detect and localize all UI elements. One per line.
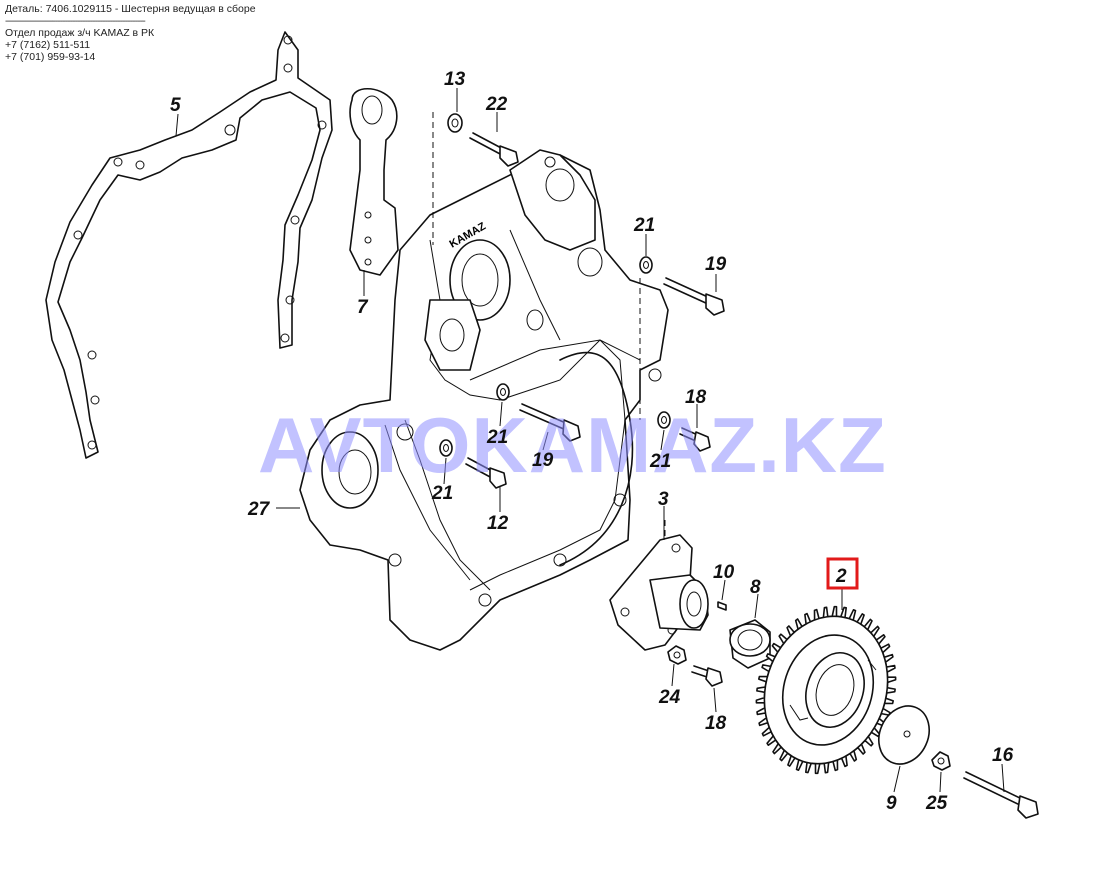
- phone-1: +7 (7162) 511-511: [5, 39, 91, 51]
- callout-21-mid: 21: [486, 427, 508, 448]
- lock-washer-part-25[interactable]: [931, 751, 951, 771]
- callout-2: 2: [835, 566, 847, 587]
- leader-lines: [175, 88, 1005, 793]
- washer-part-21-mid[interactable]: [496, 383, 510, 401]
- callout-9: 9: [886, 793, 897, 814]
- washer-part-21-upper[interactable]: [639, 256, 653, 274]
- bolt-part-18-upper[interactable]: [679, 427, 711, 452]
- callout-10: 10: [713, 562, 735, 583]
- callout-5: 5: [170, 95, 181, 116]
- phone-2: +7 (701) 959-93-14: [5, 51, 96, 63]
- drive-gear-part-2[interactable]: [746, 600, 906, 780]
- bolt-part-19-middle[interactable]: [519, 403, 581, 442]
- callout-24: 24: [658, 687, 681, 708]
- axle-part-3[interactable]: [609, 534, 709, 651]
- bushing-part-8[interactable]: [729, 619, 771, 669]
- bolt-part-12[interactable]: [465, 457, 507, 489]
- part-info-header: Деталь: 7406.1029115 - Шестерня ведущая …: [5, 3, 256, 63]
- part-title: Деталь: 7406.1029115 - Шестерня ведущая …: [5, 3, 256, 15]
- callout-18-upper: 18: [685, 387, 707, 408]
- callout-18-lower: 18: [705, 713, 727, 734]
- callout-22: 22: [485, 94, 508, 115]
- callout-21-upper: 21: [633, 215, 655, 236]
- watermark: AVTOKAMAZ.KZ: [258, 401, 887, 489]
- callout-7: 7: [357, 297, 369, 318]
- pin-part-10[interactable]: [717, 601, 727, 611]
- callout-13: 13: [444, 69, 466, 90]
- gasket-part-5[interactable]: [45, 31, 333, 459]
- callout-21-right: 21: [649, 451, 671, 472]
- callout-12: 12: [487, 513, 509, 534]
- callout-27: 27: [247, 499, 271, 520]
- selected-part-highlight: [826, 557, 859, 590]
- washer-part-13[interactable]: [447, 113, 463, 133]
- callout-19-upper: 19: [705, 254, 727, 275]
- callout-3: 3: [658, 489, 669, 510]
- callout-16: 16: [992, 745, 1014, 766]
- bolt-part-19-upper[interactable]: [663, 277, 725, 316]
- bolt-part-18-lower[interactable]: [691, 665, 723, 687]
- plate-part-9[interactable]: [870, 698, 939, 773]
- bracket-part-7[interactable]: [349, 87, 399, 276]
- timing-gear-housing[interactable]: KAMAZ: [299, 149, 669, 651]
- callout-8: 8: [750, 577, 761, 598]
- bolt-part-16[interactable]: [963, 771, 1039, 819]
- washer-part-21-lower[interactable]: [439, 439, 453, 457]
- lock-washer-part-24[interactable]: [667, 645, 687, 665]
- washer-part-21-right[interactable]: [657, 411, 671, 429]
- callout-21-lower: 21: [431, 483, 453, 504]
- separator-line: ----------------------------------------…: [5, 15, 146, 27]
- callout-labels: 5 7 13 22 21 19 18 21 19 21 21 12 27 3 1…: [170, 69, 1014, 814]
- sales-department: Отдел продаж з/ч KAMAZ в РК: [5, 27, 155, 39]
- bolt-part-22[interactable]: [469, 132, 519, 167]
- callout-25: 25: [925, 793, 948, 814]
- callout-19-middle: 19: [532, 450, 554, 471]
